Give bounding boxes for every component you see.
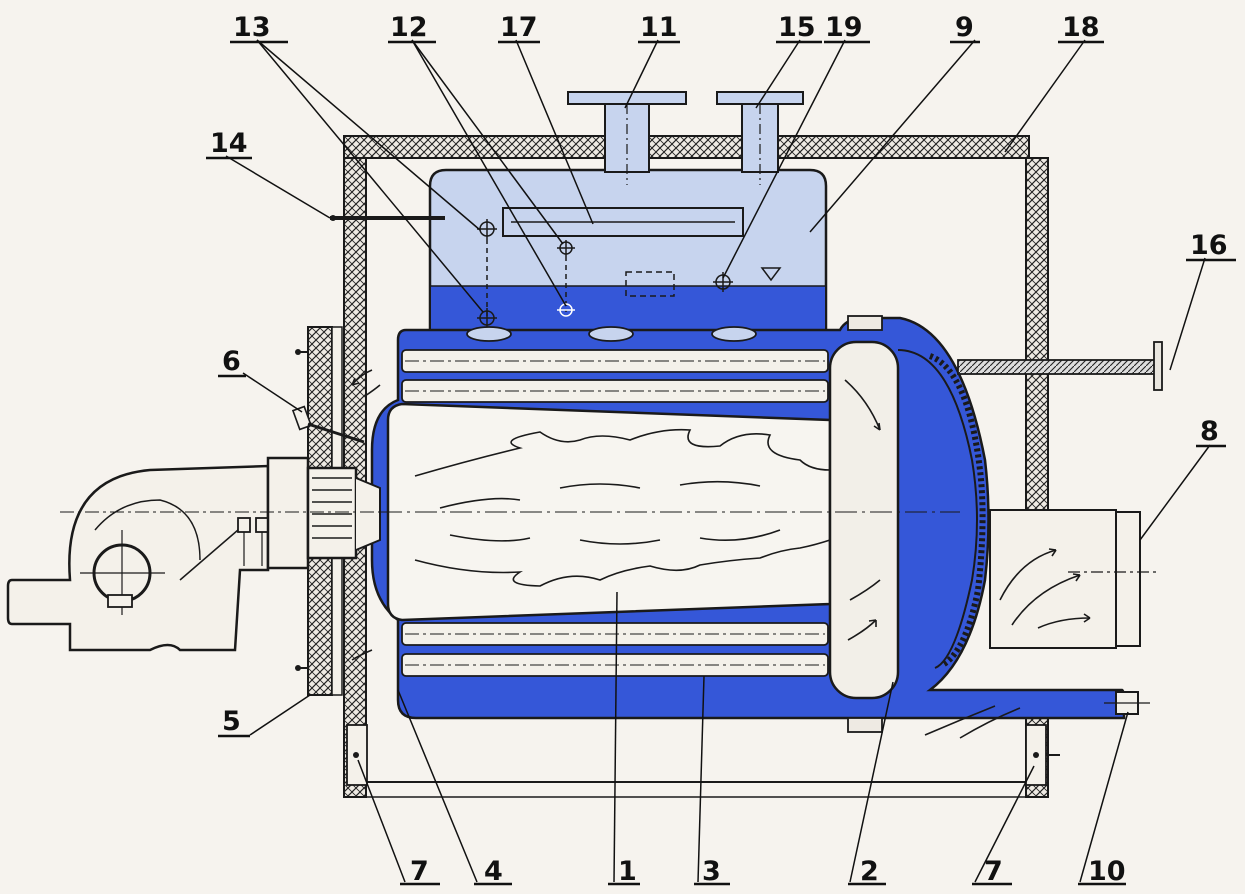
label-18: 18: [1062, 12, 1100, 43]
label-16: 16: [1190, 230, 1228, 261]
inspection-rod: [957, 341, 1163, 391]
leader-lines: [225, 39, 1211, 883]
label-1: 1: [618, 856, 637, 887]
label-9: 9: [955, 12, 974, 43]
label-5: 5: [222, 706, 241, 737]
label-8: 8: [1200, 416, 1219, 447]
part-number-labels: 13 12 17 11 15 19 9 18 14 16 8 6 5 7 4 1…: [206, 12, 1236, 887]
oil-burner: [6, 405, 381, 652]
drain-connection: [1104, 691, 1150, 715]
flue-gas-outlet: [989, 509, 1158, 649]
steam-outlet-nozzle: [567, 91, 687, 185]
label-12: 12: [390, 12, 428, 43]
label-14: 14: [210, 128, 248, 159]
label-11: 11: [640, 12, 678, 43]
label-15: 15: [778, 12, 816, 43]
support-feet: [346, 724, 1060, 786]
label-17: 17: [500, 12, 538, 43]
label-13: 13: [233, 12, 271, 43]
label-6: 6: [222, 346, 241, 377]
flame: [380, 428, 960, 587]
label-10: 10: [1088, 856, 1126, 887]
steam-dome: [330, 168, 828, 332]
label-3: 3: [702, 856, 721, 887]
label-7-right: 7: [984, 856, 1003, 887]
gas-flow-arrows: [351, 369, 1091, 739]
label-4: 4: [484, 856, 503, 887]
label-2: 2: [860, 856, 879, 887]
label-19: 19: [825, 12, 863, 43]
label-7-left: 7: [410, 856, 429, 887]
safety-valve-nozzle: [716, 91, 804, 185]
